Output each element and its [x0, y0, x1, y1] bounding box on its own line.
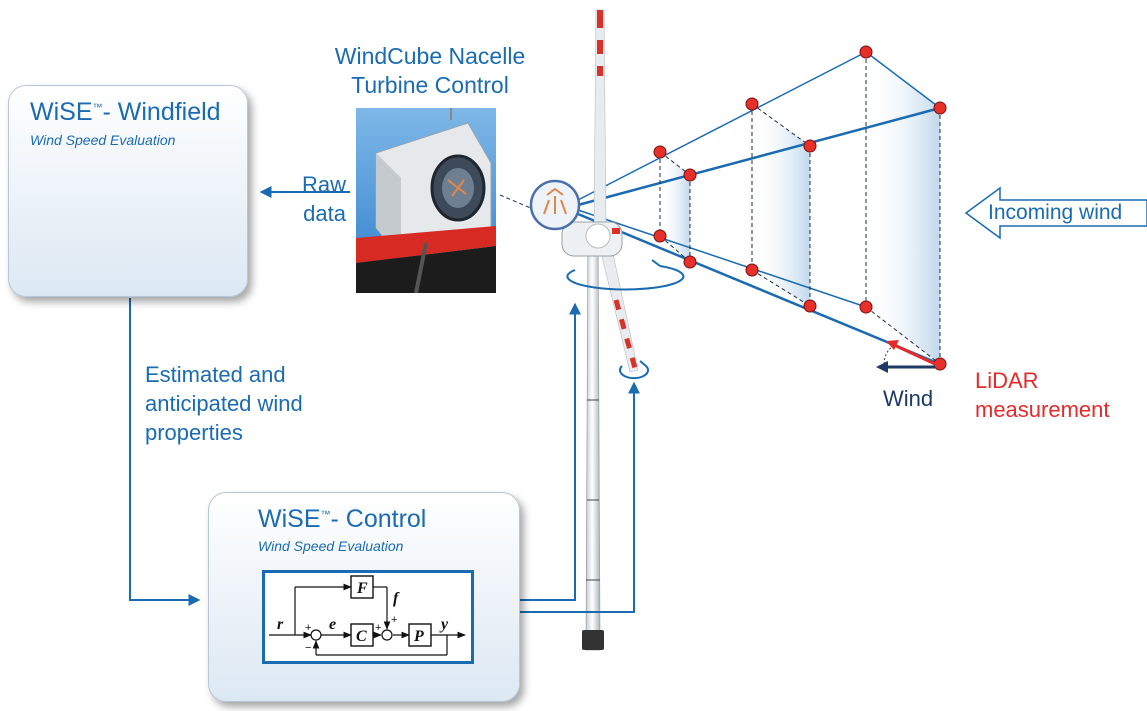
lidar-beams	[577, 51, 941, 366]
flow-connections	[129, 186, 640, 613]
wise-windfield-title: WiSE™- Windfield	[30, 98, 221, 126]
controller-block-c: C	[356, 628, 367, 645]
raw-data-label: Raw data	[301, 172, 346, 226]
wise-windfield-subtitle: Wind Speed Evaluation	[30, 132, 176, 148]
sum2-plus-top: +	[391, 614, 397, 626]
lidar-measurement-planes	[660, 52, 940, 364]
windcube-nacelle-photo	[356, 108, 496, 294]
controller-block-f: F	[356, 580, 368, 597]
sum1-plus: +	[305, 622, 311, 634]
wise-control-title: WiSE™- Control	[258, 505, 427, 533]
sum2-plus-left: +	[375, 622, 381, 634]
windcube-device-illustration	[356, 108, 496, 294]
signal-f: f	[393, 590, 400, 607]
wind-label: Wind	[883, 386, 934, 411]
signal-y: y	[439, 616, 449, 633]
control-loop-svg: F C P r e f y + − + +	[269, 575, 466, 656]
incoming-wind-label: Incoming wind	[988, 201, 1123, 224]
estimated-wind-properties-label: Estimated and anticipated wind propertie…	[145, 362, 303, 445]
rotation-arrows	[566, 259, 685, 380]
signal-e: e	[329, 616, 336, 633]
sum1-minus: −	[305, 642, 311, 654]
wise-control-subtitle: Wind Speed Evaluation	[258, 538, 404, 554]
wise-windfield-box	[8, 85, 248, 297]
nacelle-title: WindCube Nacelle Turbine Control	[334, 43, 526, 98]
controller-block-p: P	[413, 628, 424, 645]
lidar-sensor-icon	[529, 179, 581, 231]
lidar-measurement-label: LiDAR measurement	[975, 368, 1110, 422]
incoming-wind-arrow	[964, 186, 1147, 240]
wind-vector	[876, 340, 936, 373]
wind-turbine	[561, 9, 639, 651]
signal-r: r	[277, 616, 284, 633]
controller-block-diagram: F C P r e f y + − + +	[262, 570, 474, 664]
lidar-measurement-points	[653, 45, 947, 371]
